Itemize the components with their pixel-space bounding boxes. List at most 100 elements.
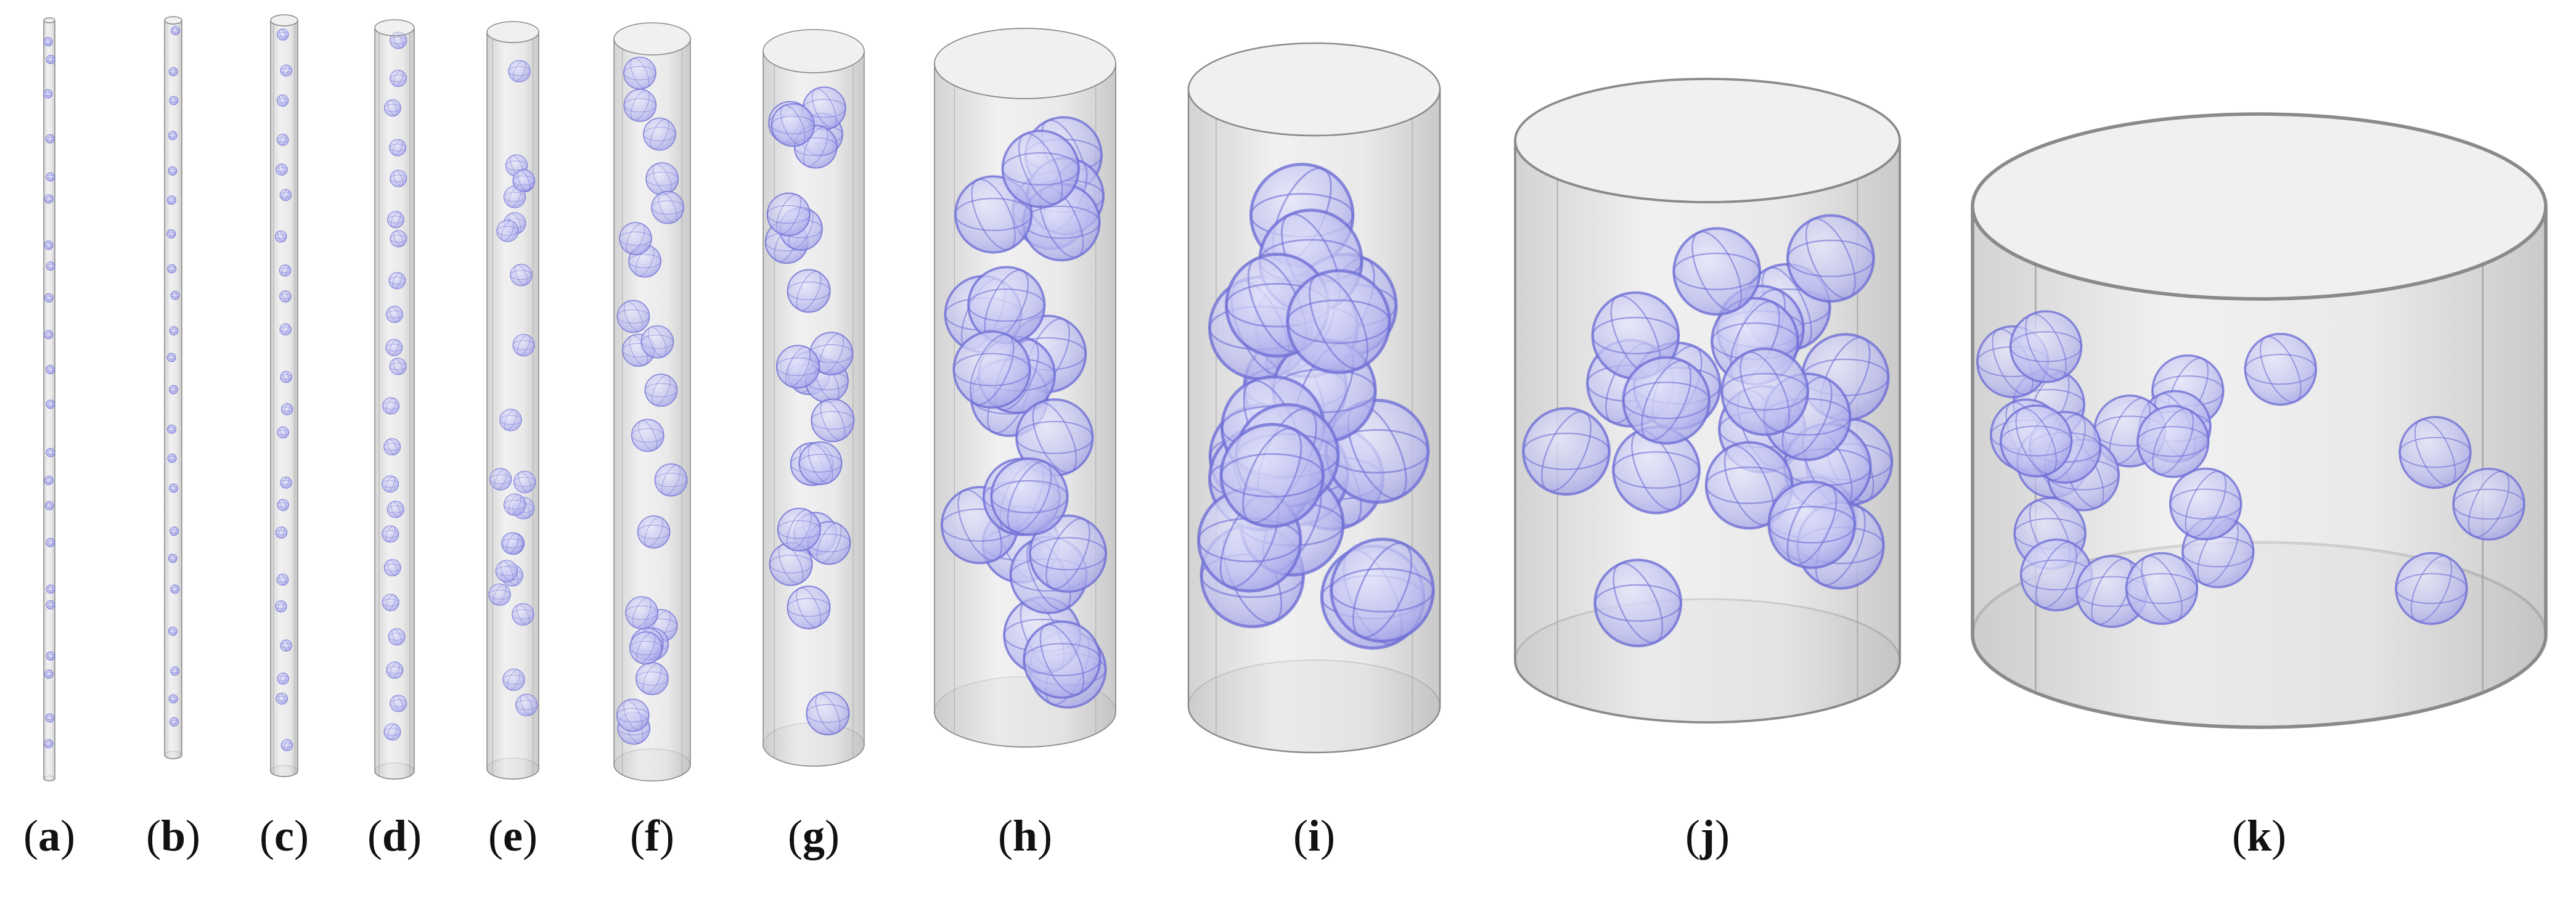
label-g: (g) <box>788 811 840 860</box>
sphere <box>170 526 179 536</box>
sphere <box>990 457 1069 536</box>
panel-a <box>43 17 55 782</box>
sphere <box>46 537 55 547</box>
sphere <box>637 515 671 549</box>
label-d: (d) <box>367 811 422 860</box>
sphere <box>169 483 179 493</box>
sphere <box>46 651 55 661</box>
sphere <box>488 583 511 606</box>
sphere <box>508 60 531 83</box>
sphere <box>644 373 678 407</box>
sphere <box>2395 552 2468 625</box>
sphere <box>43 37 53 47</box>
sphere <box>170 666 180 676</box>
sphere <box>46 584 55 594</box>
sphere <box>280 64 292 77</box>
sphere <box>1720 347 1809 436</box>
sphere <box>276 692 288 705</box>
sphere <box>386 306 403 324</box>
sphere <box>277 499 289 511</box>
sphere <box>1622 356 1711 445</box>
sphere <box>775 345 820 389</box>
cylinder-top <box>43 17 55 23</box>
sphere <box>383 99 401 117</box>
sphere <box>277 672 290 685</box>
sphere <box>2452 467 2525 541</box>
label-f: (f) <box>630 811 674 860</box>
cylinder-top <box>486 21 539 43</box>
sphere <box>276 94 289 107</box>
sphere <box>616 300 650 333</box>
sphere <box>44 194 54 204</box>
sphere <box>651 190 684 224</box>
cylinder-body <box>486 31 539 780</box>
cylinder-top <box>613 22 691 55</box>
sphere <box>502 668 525 691</box>
sphere <box>280 739 293 751</box>
cylinder-top <box>270 14 298 27</box>
cylinder-body <box>270 20 298 777</box>
cylinder-top <box>374 19 415 36</box>
sphere <box>512 603 534 626</box>
sphere <box>169 717 179 727</box>
sphere <box>279 290 292 303</box>
cylinder-top <box>1971 112 2548 301</box>
sphere <box>1023 620 1102 699</box>
label-j: (j) <box>1685 811 1730 860</box>
panel-d <box>374 19 415 780</box>
sphere <box>616 698 650 732</box>
panel-j <box>1514 78 1901 724</box>
sphere <box>806 692 850 736</box>
panel-f <box>613 22 691 782</box>
sphere <box>390 695 407 712</box>
sphere <box>499 409 522 431</box>
sphere <box>46 399 55 409</box>
sphere <box>503 186 526 208</box>
sphere <box>166 353 176 362</box>
sphere <box>170 26 180 36</box>
sphere <box>1591 291 1680 380</box>
sphere <box>1522 407 1611 496</box>
sphere <box>167 424 177 434</box>
sphere <box>390 70 407 88</box>
sphere <box>280 639 292 652</box>
sphere <box>277 426 289 439</box>
sphere <box>501 532 524 555</box>
sphere <box>771 103 815 147</box>
sphere <box>623 89 657 122</box>
sphere <box>46 365 55 375</box>
sphere <box>385 339 403 356</box>
sphere <box>168 694 178 704</box>
sphere <box>168 385 178 394</box>
sphere <box>275 600 287 613</box>
sphere <box>169 326 179 336</box>
sphere <box>168 553 178 563</box>
sphere <box>512 333 535 357</box>
sphere <box>276 573 289 586</box>
sphere <box>279 189 292 202</box>
sphere <box>46 54 55 64</box>
sphere <box>2000 404 2073 478</box>
sphere <box>168 131 178 141</box>
label-e: (e) <box>488 811 538 860</box>
sphere <box>2125 552 2199 626</box>
sphere <box>1330 537 1435 643</box>
sphere <box>390 230 407 248</box>
sphere <box>386 661 404 679</box>
cylinder-top <box>1514 78 1901 203</box>
sphere <box>44 500 54 510</box>
sphere <box>44 669 54 679</box>
sphere <box>169 96 179 105</box>
sphere <box>2009 310 2083 383</box>
sphere <box>496 219 519 242</box>
panel-g <box>763 29 865 767</box>
sphere <box>512 169 535 192</box>
sphere <box>168 626 178 636</box>
sphere <box>44 330 54 340</box>
sphere <box>388 628 406 646</box>
sphere <box>787 586 831 630</box>
sphere <box>510 264 533 287</box>
sphere <box>274 231 287 243</box>
label-a: (a) <box>23 811 75 860</box>
